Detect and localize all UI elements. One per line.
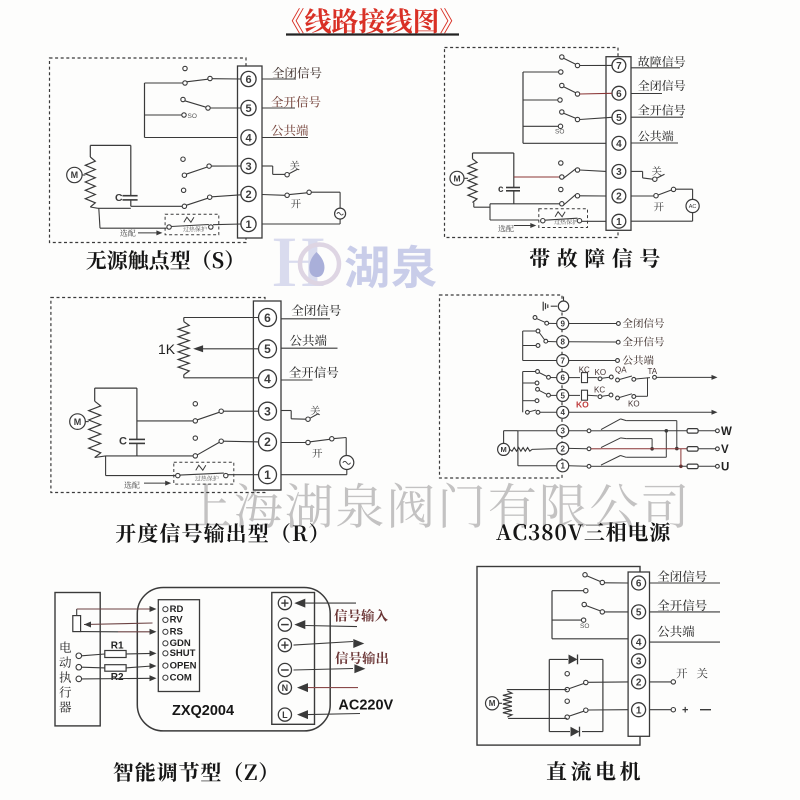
svg-text:7: 7	[560, 356, 565, 365]
svg-text:c: c	[498, 184, 504, 195]
svg-text:6: 6	[616, 89, 622, 100]
svg-text:V: V	[721, 444, 729, 456]
svg-text:W: W	[721, 426, 732, 438]
svg-text:6: 6	[264, 311, 271, 325]
svg-text:R1: R1	[111, 641, 124, 652]
svg-text:5: 5	[245, 103, 251, 115]
svg-text:5: 5	[560, 391, 565, 400]
svg-text:5: 5	[616, 113, 622, 124]
svg-text:KO: KO	[628, 400, 640, 409]
svg-text:6: 6	[560, 374, 565, 383]
svg-text:RS: RS	[170, 627, 183, 638]
svg-text:C: C	[115, 192, 123, 204]
svg-text:C: C	[119, 436, 127, 448]
svg-text:M: M	[453, 173, 460, 183]
svg-text:QA: QA	[615, 366, 627, 375]
svg-text:M: M	[500, 445, 506, 454]
svg-text:OPEN: OPEN	[170, 660, 197, 671]
svg-text:2: 2	[245, 189, 251, 201]
svg-text:SO: SO	[580, 623, 589, 630]
svg-text:4: 4	[245, 133, 252, 145]
svg-text:M: M	[74, 417, 82, 427]
svg-text:3: 3	[616, 167, 622, 178]
svg-text:N: N	[282, 683, 289, 693]
svg-text:GDN: GDN	[170, 638, 191, 649]
svg-text:L: L	[282, 710, 288, 720]
svg-text:2: 2	[264, 435, 271, 449]
svg-text:2: 2	[636, 678, 642, 689]
svg-text:4: 4	[264, 372, 271, 386]
svg-text:8: 8	[560, 338, 565, 347]
svg-text:3: 3	[245, 161, 251, 173]
svg-text:KC: KC	[594, 386, 605, 395]
svg-text:2: 2	[616, 192, 622, 203]
svg-text:4: 4	[560, 408, 565, 417]
svg-text:3: 3	[636, 656, 642, 667]
svg-text:1: 1	[245, 219, 251, 231]
svg-text:U: U	[721, 462, 729, 474]
svg-text:6: 6	[245, 74, 251, 86]
svg-text:SO: SO	[188, 113, 197, 120]
svg-text:COM: COM	[170, 673, 192, 684]
svg-text:2: 2	[560, 444, 565, 453]
svg-text:R2: R2	[111, 672, 124, 683]
svg-text:KO: KO	[576, 400, 589, 410]
svg-text:1: 1	[616, 217, 622, 228]
svg-text:1: 1	[636, 705, 642, 716]
svg-text:5: 5	[264, 342, 271, 356]
svg-text:7: 7	[616, 61, 622, 72]
svg-text:M: M	[71, 170, 79, 180]
svg-text:1K: 1K	[158, 341, 176, 357]
svg-text:RD: RD	[170, 604, 184, 615]
svg-text:AC220V: AC220V	[338, 698, 393, 714]
svg-text:4: 4	[616, 139, 622, 150]
svg-text:4: 4	[636, 638, 642, 649]
svg-text:1: 1	[560, 462, 565, 471]
svg-text:RV: RV	[170, 615, 184, 626]
svg-text:9: 9	[560, 319, 565, 328]
svg-text:KO: KO	[595, 368, 607, 377]
svg-text:ZXQ2004: ZXQ2004	[172, 703, 234, 719]
svg-text:AC: AC	[689, 204, 697, 210]
svg-text:3: 3	[264, 405, 271, 419]
svg-text:1: 1	[264, 468, 271, 482]
svg-text:KC: KC	[579, 366, 590, 375]
svg-text:SO: SO	[555, 129, 564, 136]
svg-text:TA: TA	[648, 367, 658, 376]
svg-text:5: 5	[636, 608, 642, 619]
svg-text:+: +	[682, 705, 688, 717]
svg-text:SHUT: SHUT	[170, 648, 196, 659]
svg-text:3: 3	[560, 427, 565, 436]
svg-text:M: M	[489, 699, 496, 708]
svg-text:6: 6	[636, 579, 642, 590]
